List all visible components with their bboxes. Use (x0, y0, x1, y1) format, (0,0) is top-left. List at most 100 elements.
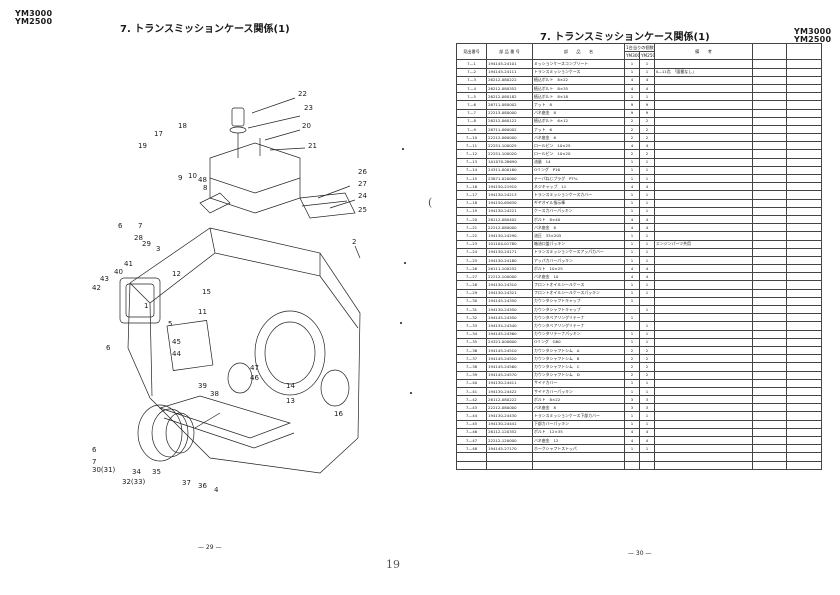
cell-blank (786, 108, 823, 118)
cell-qb: 2 (638, 345, 656, 356)
cell-qa: 1 (624, 255, 640, 266)
cell-qa: 1 (624, 165, 640, 176)
page-number-right: — 30 — (628, 550, 652, 557)
cell-part-no: 26112-080402 (486, 214, 533, 225)
cell-qa: 2 (624, 345, 640, 356)
parts-list-table: 見出番号 部 品 番 号 部 品 名 1台当りの個数 備 考 YM3000 YM… (456, 42, 823, 470)
cell-remark (654, 427, 754, 438)
cell-blank (786, 100, 823, 110)
cell-blank (786, 182, 823, 192)
cell-remark (654, 378, 754, 388)
callout-8: 8 (203, 184, 207, 192)
cell-ref: 7—44 (456, 411, 487, 421)
cell-blank (752, 354, 788, 364)
cell-blank (786, 403, 823, 413)
cell-remark (654, 296, 754, 307)
cell-remark (654, 280, 754, 290)
cell-qb: 2 (638, 362, 656, 372)
cell-part-no: 23871-020000 (486, 173, 533, 184)
upper-cover-gasket (301, 200, 348, 207)
cell-qb: 1 (638, 165, 656, 176)
cell-qb: 1 (638, 173, 656, 184)
bearing-retainer (151, 408, 189, 458)
cell-remark (654, 231, 754, 241)
cell-ref: 7—33 (456, 321, 487, 331)
cell-qa: 1 (624, 239, 640, 249)
cell-ref: 7—25 (456, 255, 487, 266)
cell-remark: エンジンパーツ共用 (654, 239, 754, 249)
cell-blank (752, 133, 788, 143)
cell-qb: 1 (638, 444, 656, 454)
cell-part-no: 194134-24340 (486, 321, 533, 331)
cell-blank (752, 214, 788, 225)
cell-qa: 4 (624, 141, 640, 151)
cell-ref: 7—47 (456, 435, 487, 446)
cell-qa: 4 (624, 272, 640, 282)
cell-qb: 1 (638, 92, 656, 102)
cell-ref: 7—37 (456, 354, 487, 364)
cell-blank (786, 67, 823, 77)
cell-remark (654, 214, 754, 225)
cell-empty (654, 452, 754, 462)
callout-47: 47 (250, 364, 259, 372)
cell-blank (786, 395, 823, 405)
cell-qa: 9 (624, 100, 640, 110)
cell-blank (752, 231, 788, 241)
cell-empty (638, 460, 656, 470)
counter-shaft-cap (137, 404, 183, 462)
cell-name: ロールピン 10×25 (532, 141, 625, 151)
cell-blank (786, 157, 823, 167)
cell-qa: 1 (624, 419, 640, 429)
cell-ref: 7—13 (456, 157, 487, 167)
cell-blank (786, 141, 823, 151)
cell-blank (786, 304, 823, 315)
cell-remark (654, 83, 754, 94)
cell-ref: 7—5 (456, 92, 487, 102)
cell-name: 植込ボルト 8×35 (532, 83, 625, 94)
cell-part-no: 194150-21910 (486, 182, 533, 192)
cell-qa: 1 (624, 59, 640, 69)
cell-qa: 4 (624, 435, 640, 446)
left-page: YM3000 YM2500 7. トランスミッションケース関係(1) (15, 10, 367, 552)
callout-44: 44 (172, 350, 181, 358)
cell-blank (786, 313, 823, 323)
cell-qa: 1 (624, 198, 640, 208)
callout-4: 4 (214, 486, 219, 494)
side-opening (166, 320, 214, 371)
callout-6a: 6 (118, 222, 123, 230)
cell-ref: 7—10 (456, 133, 487, 143)
cell-part-no: 194145-24570 (486, 370, 533, 380)
cell-ref: 7—43 (456, 403, 487, 413)
cell-qa: 4 (624, 264, 640, 274)
callout-30-31: 30(31) (92, 466, 116, 474)
cell-qa: 1 (624, 411, 640, 421)
cell-remark (654, 173, 754, 184)
cell-qb: 4 (638, 435, 656, 446)
callout-39: 39 (198, 382, 207, 390)
leader-21 (269, 147, 306, 151)
cell-part-no: 26112-120352 (486, 427, 533, 438)
cell-part-no: 194145-24350 (486, 313, 533, 323)
cell-qa: 1 (624, 92, 640, 102)
callout-27: 27 (358, 180, 367, 188)
cell-qa: 4 (624, 83, 640, 94)
cell-qa: 2 (624, 362, 640, 372)
cell-remark (654, 329, 754, 339)
cell-ref: 7—3 (456, 75, 487, 85)
callout-28: 28 (134, 234, 143, 242)
cell-part-no: 101104-01780 (486, 239, 533, 249)
cell-ref: 7—22 (456, 231, 487, 241)
callout-19: 19 (138, 142, 147, 150)
cell-blank (752, 304, 788, 315)
callout-45: 45 (172, 338, 181, 346)
cell-name: アッパカバーパッキン (532, 255, 625, 266)
page-number-left: — 29 — (198, 544, 222, 551)
cell-qa: 1 (624, 157, 640, 167)
